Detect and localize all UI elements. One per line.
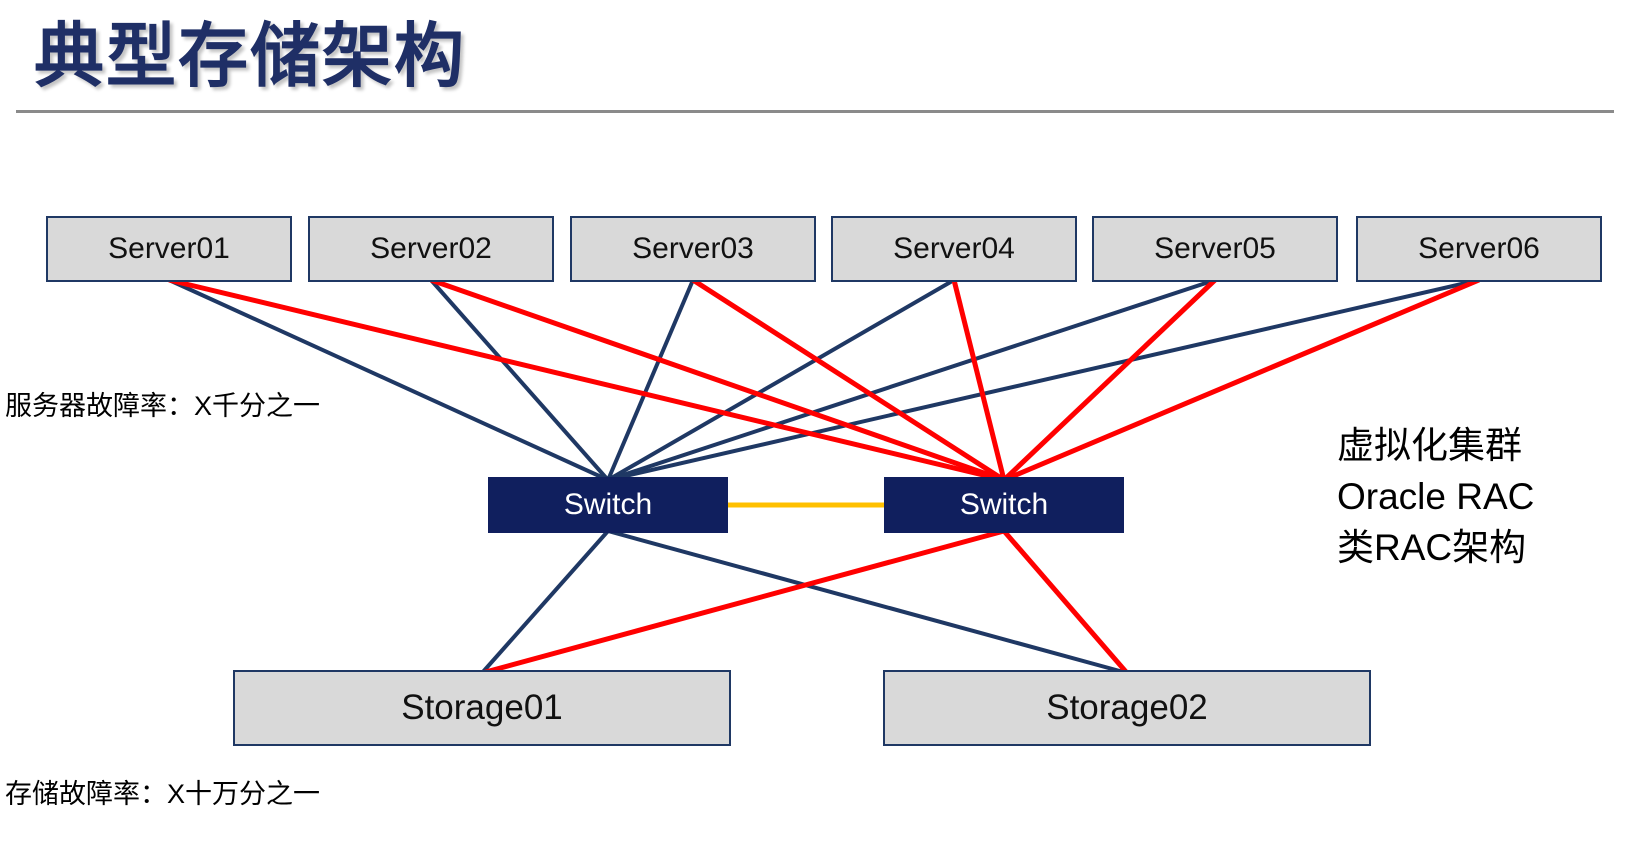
- storage-failure-rate-label: 存储故障率：X十万分之一: [5, 779, 321, 809]
- page-title: 典型存储架构: [34, 17, 466, 95]
- title-divider: [16, 110, 1614, 113]
- node-server06: Server06: [1356, 216, 1602, 282]
- node-server01: Server01: [46, 216, 292, 282]
- node-server04: Server04: [831, 216, 1077, 282]
- server-failure-rate-label: 服务器故障率：X千分之一: [5, 391, 321, 421]
- node-storage02: Storage02: [883, 670, 1371, 746]
- node-server02: Server02: [308, 216, 554, 282]
- cluster-note: 虚拟化集群 Oracle RAC 类RAC架构: [1337, 420, 1534, 573]
- cluster-note-line-2: Oracle RAC: [1337, 476, 1535, 517]
- node-switch-right: Switch: [884, 477, 1124, 533]
- node-switch-left: Switch: [488, 477, 728, 533]
- node-server05: Server05: [1092, 216, 1338, 282]
- node-server03: Server03: [570, 216, 816, 282]
- cluster-note-line-1: 虚拟化集群: [1337, 425, 1522, 466]
- cluster-note-line-3: 类RAC架构: [1337, 527, 1527, 568]
- node-storage01: Storage01: [233, 670, 731, 746]
